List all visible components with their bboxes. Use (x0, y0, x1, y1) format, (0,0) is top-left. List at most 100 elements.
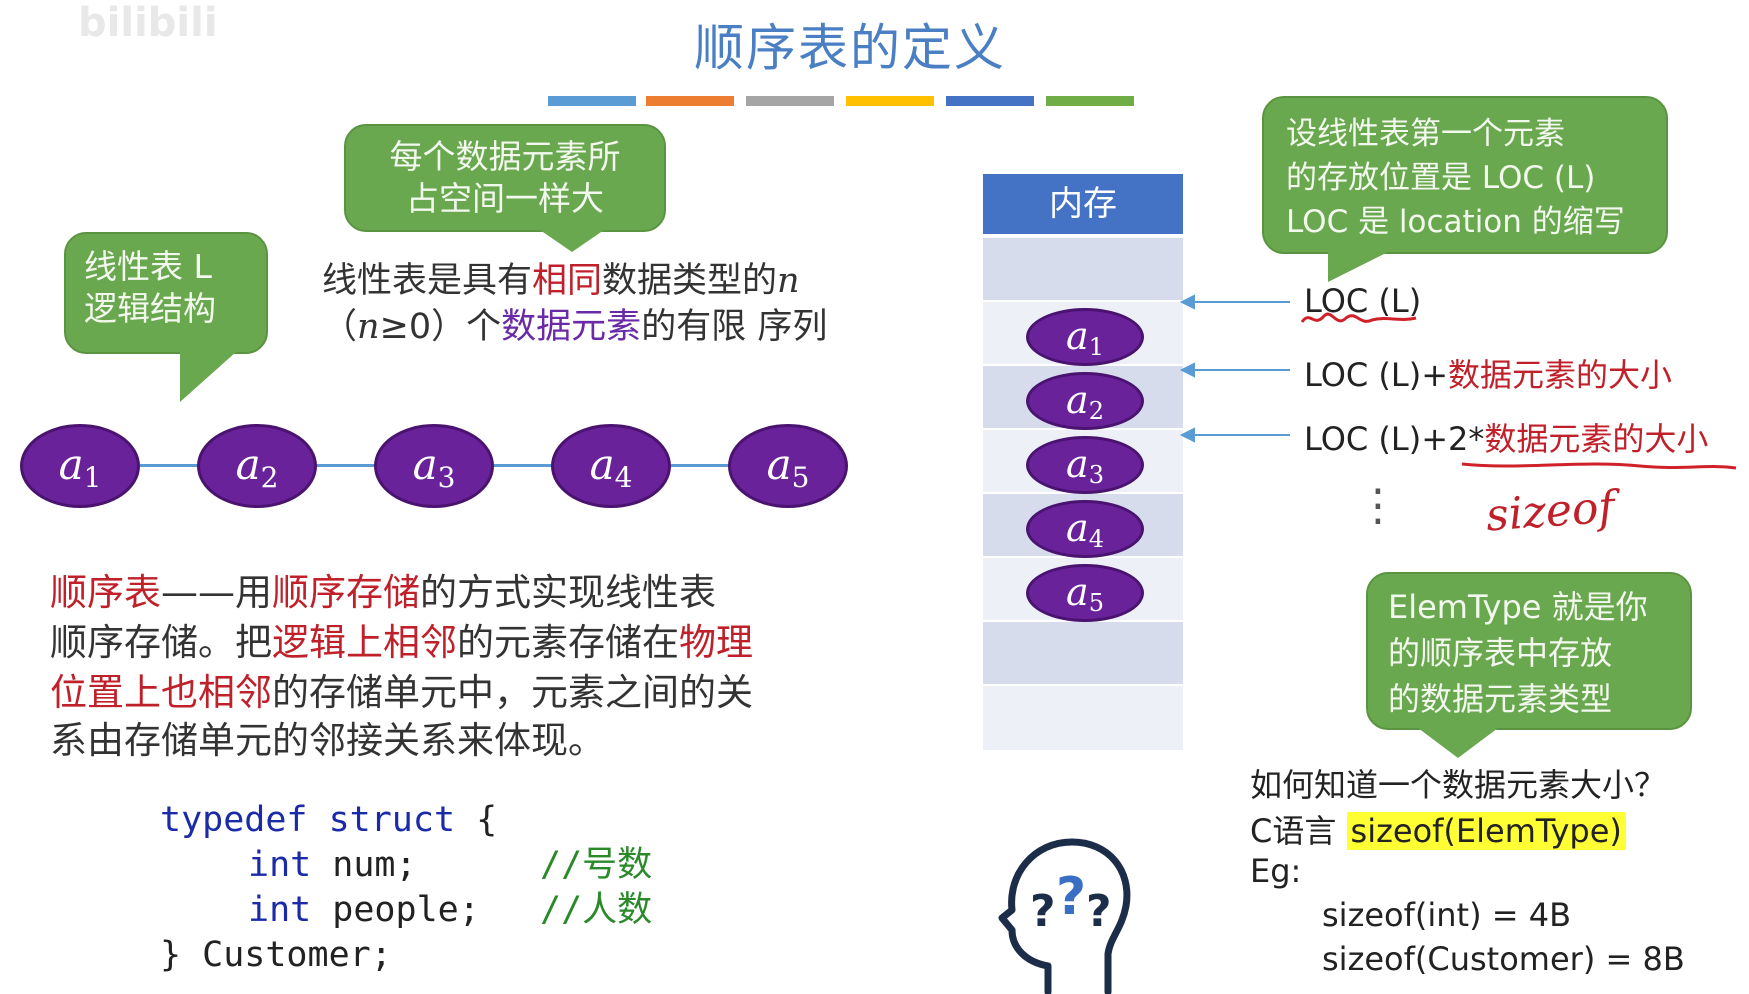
watermark: bilibili (78, 0, 218, 46)
def-paren: （ (322, 307, 358, 347)
svg-text:?: ? (1086, 886, 1112, 937)
handwritten-underline-2 (1461, 462, 1737, 470)
callout-elemtype-line3: 的数据元素类型 (1388, 680, 1613, 718)
address-loc-plus-1-prefix: LOC (L)+ (1304, 356, 1448, 394)
code-line1: typedef struct { (160, 798, 497, 843)
vertical-ellipsis: ⋮ (1356, 480, 1400, 531)
node-a5-label: a (766, 440, 792, 489)
seq-l2c: 的元素存储在 (457, 621, 679, 664)
callout-same-size-line1: 每个数据元素所 (389, 137, 621, 176)
callout-logic-tail (180, 352, 236, 402)
callout-elemtype-line1: ElemType 就是你 (1388, 588, 1648, 626)
size-c-line: C语言 sizeof(ElemType) (1250, 806, 1626, 852)
memory-cell (983, 686, 1183, 750)
address-loc-plus-1: LOC (L)+数据元素的大小 (1304, 350, 1672, 396)
definition-line1: 线性表是具有相同数据类型的n (322, 252, 800, 303)
stripe-6 (1046, 96, 1134, 106)
callout-loc: 设线性表第一个元素 的存放位置是 LOC (L) LOC 是 location … (1262, 96, 1668, 254)
chain-node-a5: a5 (728, 424, 848, 508)
stripe-3 (746, 96, 834, 106)
code-field1: num; (311, 845, 417, 885)
size-sizeof-call: sizeof(ElemType) (1346, 812, 1626, 850)
memory-element-a3: a3 (1026, 436, 1144, 494)
code-int2: int (248, 890, 312, 930)
address-arrows (1180, 294, 1290, 443)
page-title: 顺序表的定义 (694, 19, 1006, 77)
address-loc-plus-2-size: 数据元素的大小 (1484, 420, 1709, 458)
code-typedef: typedef (160, 800, 308, 840)
arrow-left-icon (1180, 362, 1195, 378)
svg-text:?: ? (1056, 867, 1086, 927)
node-a4-label: a (589, 440, 615, 489)
code-comment1: //号数 (540, 845, 653, 885)
arrow-left-icon (1180, 294, 1195, 310)
mem-a5-label: a (1066, 570, 1089, 614)
seq-dash: ——用 (161, 571, 272, 614)
memory-element-a4: a4 (1026, 500, 1144, 558)
seq-l3a: 位置上也相邻 (50, 671, 272, 714)
mem-a4-sub: 4 (1088, 525, 1104, 553)
svg-text:?: ? (1030, 886, 1056, 937)
callout-same-size: 每个数据元素所 占空间一样大 (344, 124, 666, 232)
node-a2-sub: 2 (260, 461, 279, 494)
mem-a1-sub: 1 (1088, 333, 1104, 361)
def-same: 相同 (532, 261, 603, 301)
size-example-2: sizeof(Customer) = 8B (1322, 940, 1685, 978)
def-type: 数据类型的 (602, 261, 778, 301)
seq-l3b: 的存储单元中，元素之间的关 (272, 671, 753, 714)
def-elements: 数据元素 (501, 307, 642, 347)
memory-header: 内存 (983, 174, 1183, 234)
code-line4: } Customer; (160, 935, 392, 975)
seq-l2b: 逻辑上相邻 (272, 621, 457, 664)
thinking-head-icon: ? ? ? (998, 838, 1131, 994)
node-a4-sub: 4 (614, 461, 633, 494)
code-struct: struct (328, 800, 456, 840)
memory-element-a2: a2 (1026, 372, 1144, 430)
callout-loc-tail (1328, 252, 1388, 282)
chain-node-a2: a2 (197, 424, 317, 508)
code-line3: int people; (248, 888, 480, 933)
callout-elemtype-line2: 的顺序表中存放 (1388, 634, 1613, 672)
stripe-2 (646, 96, 734, 106)
callout-loc-line3: LOC 是 location 的缩写 (1286, 204, 1625, 240)
stripe-5 (946, 96, 1034, 106)
callout-elemtype-tail (1418, 728, 1498, 758)
chain-node-a3: a3 (374, 424, 494, 508)
stripe-1 (548, 96, 636, 106)
node-a3-label: a (412, 440, 438, 489)
node-a5-sub: 5 (791, 461, 810, 494)
definition-line2: （n≥0）个数据元素的有限 序列 (322, 298, 827, 349)
handwritten-sizeof: sizeof (1484, 481, 1617, 542)
node-a1-label: a (58, 440, 84, 489)
callout-logic-line2: 逻辑结构 (84, 289, 216, 328)
callout-elemtype: ElemType 就是你 的顺序表中存放 的数据元素类型 (1366, 572, 1692, 730)
seq-line2: 顺序存储。把逻辑上相邻的元素存储在物理 (50, 618, 753, 668)
size-example-1: sizeof(int) = 4B (1322, 896, 1572, 934)
callout-loc-line1: 设线性表第一个元素 (1286, 116, 1565, 152)
mem-a2-label: a (1066, 378, 1089, 422)
callout-same-size-line2: 占空间一样大 (406, 179, 604, 218)
seq-l4: 系由存储单元的邻接关系来体现。 (50, 719, 605, 762)
seq-term: 顺序表 (50, 571, 161, 614)
memory-cell (983, 622, 1183, 684)
seq-line1: 顺序表——用顺序存储的方式实现线性表 (50, 568, 716, 618)
mem-a4-label: a (1066, 506, 1089, 550)
seq-line3: 位置上也相邻的存储单元中，元素之间的关 (50, 668, 753, 718)
stripe-4 (846, 96, 934, 106)
callout-same-size-tail (540, 230, 604, 252)
callout-logic-line1: 线性表 L (84, 247, 212, 286)
node-a2-label: a (235, 440, 261, 489)
code-line2: int num; (248, 843, 417, 888)
callout-loc-line2: 的存放位置是 LOC (L) (1286, 160, 1596, 196)
seq-l2d: 物理 (679, 621, 753, 664)
code-brace: { (455, 800, 498, 840)
address-loc-plus-2: LOC (L)+2*数据元素的大小 (1304, 414, 1708, 460)
mem-a3-label: a (1066, 442, 1089, 486)
node-a1-sub: 1 (83, 461, 102, 494)
def-ge: ≥0）个 (379, 307, 502, 347)
callout-logic: 线性表 L 逻辑结构 (64, 232, 268, 354)
address-loc-plus-1-size: 数据元素的大小 (1448, 356, 1673, 394)
seq-storage: 顺序存储 (272, 571, 420, 614)
memory-element-a5: a5 (1026, 564, 1144, 622)
def-text: 线性表是具有 (322, 261, 533, 301)
